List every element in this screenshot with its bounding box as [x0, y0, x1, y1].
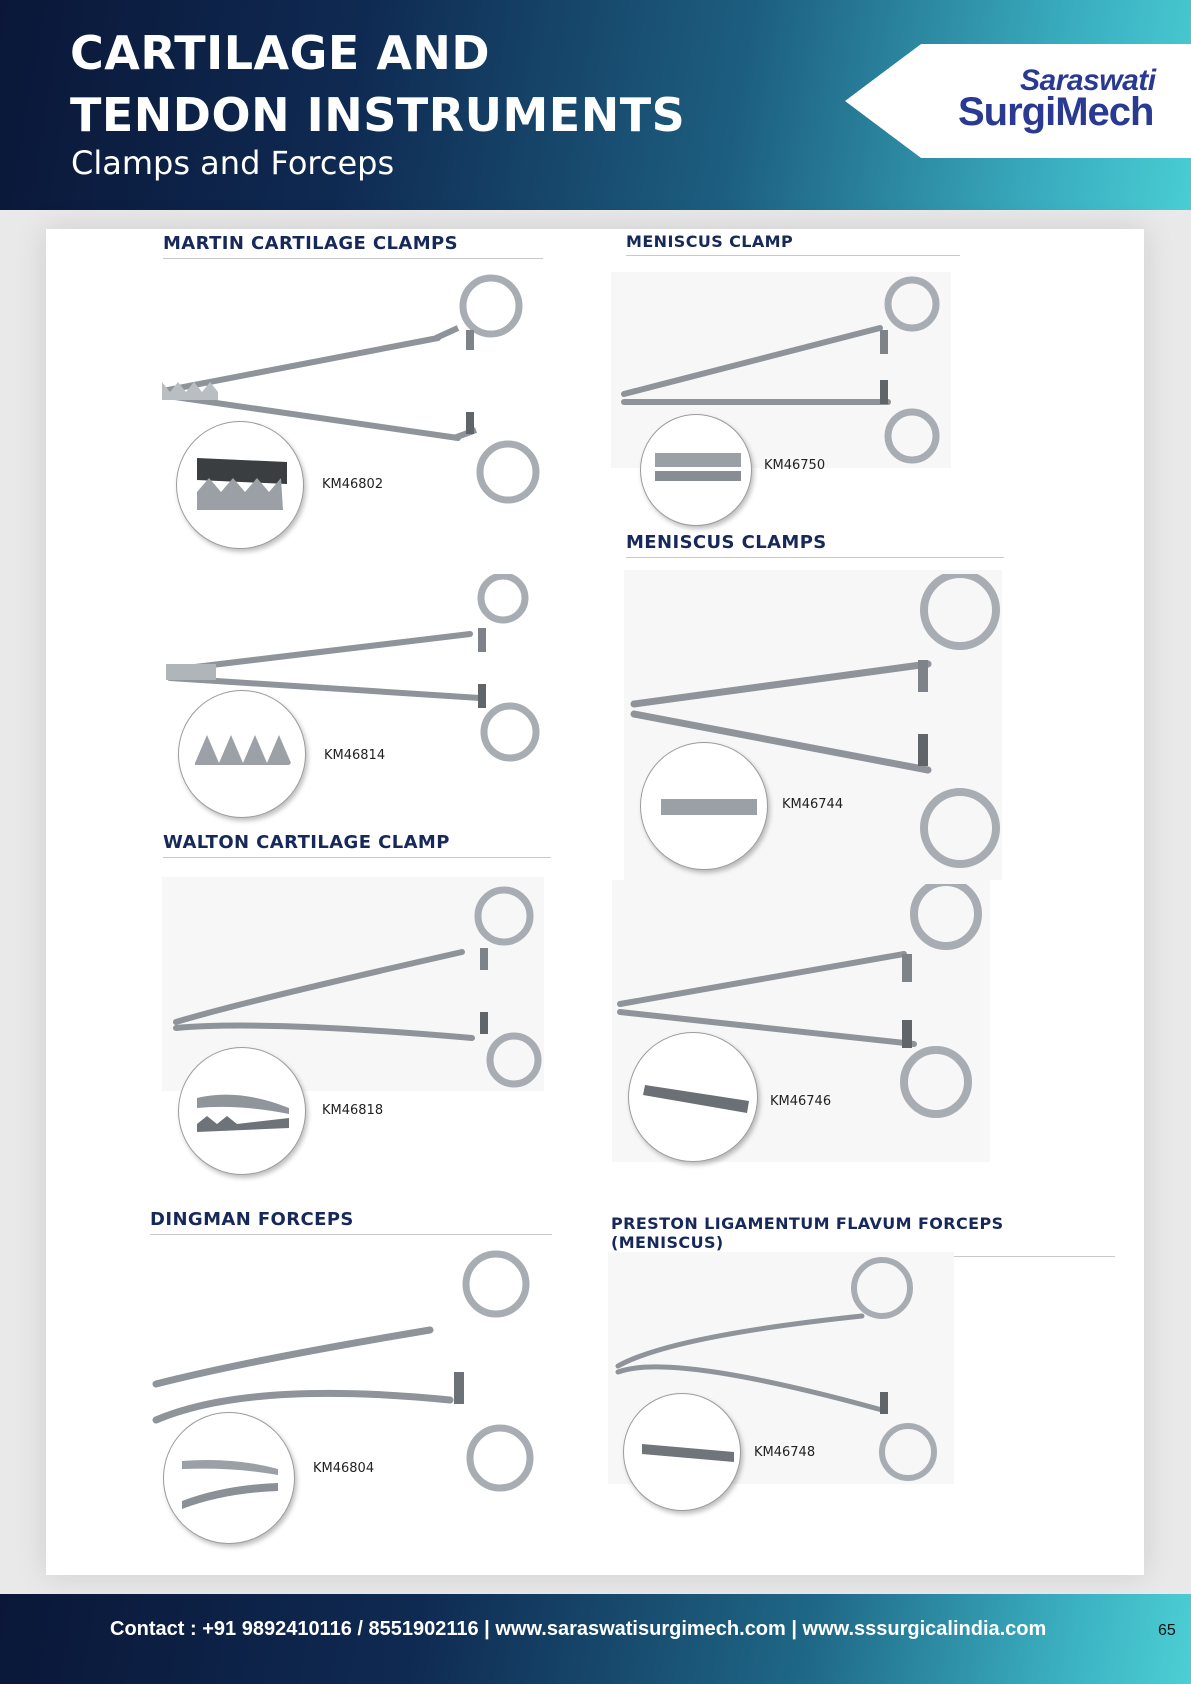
section-title-martin: MARTIN CARTILAGE CLAMPS	[163, 233, 543, 259]
page-title: CARTILAGE AND TENDON INSTRUMENTS	[70, 26, 686, 142]
zoom-circle-km46818	[178, 1047, 306, 1175]
zoom-circle-km46744	[640, 742, 768, 870]
section-title-preston: PRESTON LIGAMENTUM FLAVUM FORCEPS (MENIS…	[611, 1214, 1115, 1257]
zoom-circle-km46814	[178, 690, 306, 818]
page-footer	[0, 1594, 1191, 1684]
logo-plate	[845, 44, 1191, 158]
instrument-image-km46814	[166, 574, 540, 762]
contact-info: Contact : +91 9892410116 / 8551902116 | …	[110, 1618, 1047, 1640]
zoom-circle-km46750	[640, 414, 752, 526]
page-header: CARTILAGE AND TENDON INSTRUMENTS Clamps …	[0, 0, 1191, 210]
logo-wordmark-bottom: SurgiMech	[958, 90, 1154, 134]
instrument-image-km46804	[152, 1250, 534, 1492]
product-code-km46804: KM46804	[313, 1461, 375, 1476]
section-title-meniscus-clamps: MENISCUS CLAMPS	[626, 532, 1004, 558]
zoom-circle-km46748	[623, 1393, 741, 1511]
product-code-km46814: KM46814	[324, 748, 386, 763]
zoom-circle-km46746	[628, 1032, 758, 1162]
instrument-image-km46818	[173, 886, 542, 1088]
product-code-km46750: KM46750	[764, 458, 826, 473]
product-code-km46748: KM46748	[754, 1445, 816, 1460]
instrument-image-km46744	[630, 574, 1000, 868]
page-subtitle: Clamps and Forceps	[71, 144, 395, 182]
product-code-km46802: KM46802	[322, 477, 384, 492]
zoom-circle-km46802	[176, 421, 304, 549]
section-title-dingman: DINGMAN FORCEPS	[150, 1209, 552, 1235]
section-title-walton: WALTON CARTILAGE CLAMP	[163, 832, 551, 858]
product-code-km46746: KM46746	[770, 1094, 832, 1109]
instrument-image-km46802	[162, 274, 540, 504]
section-title-meniscus-clamp: MENISCUS CLAMP	[626, 232, 960, 256]
logo-wordmark-top: Saraswati	[1020, 64, 1156, 97]
instrument-image-km46748	[615, 1257, 937, 1481]
instrument-image-km46746	[617, 884, 982, 1118]
product-code-km46818: KM46818	[322, 1103, 384, 1118]
product-code-km46744: KM46744	[782, 797, 844, 812]
page-number: 65	[1158, 1622, 1176, 1639]
instrument-image-km46750	[621, 276, 940, 464]
zoom-circle-km46804	[163, 1412, 295, 1544]
